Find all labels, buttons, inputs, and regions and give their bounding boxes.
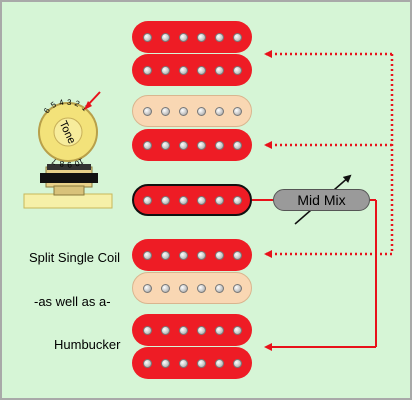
pole-piece — [142, 65, 152, 75]
pole-piece — [178, 195, 188, 205]
pole-piece — [214, 140, 224, 150]
pole-piece — [160, 283, 170, 293]
pole-piece — [160, 140, 170, 150]
pole-piece — [232, 250, 242, 260]
pole-piece — [160, 358, 170, 368]
pole-piece — [196, 358, 206, 368]
pole-piece — [214, 32, 224, 42]
bridge-coil-cream — [132, 272, 252, 304]
pole-piece — [178, 358, 188, 368]
pole-piece — [214, 250, 224, 260]
pole-piece — [160, 65, 170, 75]
pole-piece — [232, 358, 242, 368]
pole-piece — [214, 358, 224, 368]
knob-nut — [40, 173, 98, 183]
svg-text:2: 2 — [73, 99, 81, 109]
pole-piece — [232, 195, 242, 205]
as-well-as-label: -as well as a- — [34, 294, 111, 309]
pole-piece — [232, 283, 242, 293]
pole-piece — [142, 283, 152, 293]
pole-piece — [232, 65, 242, 75]
pole-piece — [196, 65, 206, 75]
pole-piece — [160, 325, 170, 335]
middle-coil-red — [132, 129, 252, 161]
pole-piece — [178, 283, 188, 293]
svg-text:10: 10 — [73, 156, 85, 168]
pole-piece — [160, 106, 170, 116]
pole-piece — [196, 325, 206, 335]
pole-piece — [196, 32, 206, 42]
pole-piece — [232, 106, 242, 116]
svg-text:6: 6 — [42, 106, 52, 115]
pole-piece — [232, 32, 242, 42]
pole-piece — [142, 32, 152, 42]
pole-piece — [142, 140, 152, 150]
svg-text:5: 5 — [49, 100, 58, 110]
split-single-coil-label: Split Single Coil — [29, 250, 121, 265]
neck-coil-top — [132, 21, 252, 53]
pole-piece — [178, 140, 188, 150]
pole-piece — [196, 140, 206, 150]
humbucker-coil-top — [132, 314, 252, 346]
middle-single-coil — [132, 184, 252, 216]
pole-piece — [214, 283, 224, 293]
pole-piece — [196, 250, 206, 260]
pole-piece — [196, 106, 206, 116]
pole-piece — [142, 358, 152, 368]
pole-piece — [178, 65, 188, 75]
neck-coil-bottom — [132, 54, 252, 86]
pole-piece — [214, 106, 224, 116]
pole-piece — [178, 250, 188, 260]
pole-piece — [142, 325, 152, 335]
pole-piece — [178, 32, 188, 42]
pole-piece — [178, 106, 188, 116]
mid-mix-pot: Mid Mix — [273, 189, 370, 211]
svg-text:8: 8 — [59, 159, 65, 168]
humbucker-coil-bottom — [132, 347, 252, 379]
bridge-coil-red — [132, 239, 252, 271]
knob-center — [53, 117, 83, 147]
pole-piece — [232, 325, 242, 335]
pole-piece — [214, 195, 224, 205]
pole-piece — [196, 283, 206, 293]
svg-text:3: 3 — [67, 98, 73, 107]
pole-piece — [178, 325, 188, 335]
svg-text:7: 7 — [50, 156, 58, 166]
middle-coil-cream — [132, 95, 252, 127]
pole-piece — [160, 32, 170, 42]
pole-piece — [142, 250, 152, 260]
svg-text:9: 9 — [66, 160, 72, 170]
pole-piece — [142, 106, 152, 116]
pole-piece — [142, 195, 152, 205]
pole-piece — [196, 195, 206, 205]
knob-ring — [47, 164, 91, 170]
pot-body — [53, 185, 85, 196]
pole-piece — [160, 250, 170, 260]
svg-text:4: 4 — [58, 98, 65, 108]
mid-mix-label: Mid Mix — [297, 192, 346, 208]
pole-piece — [160, 195, 170, 205]
humbucker-label: Humbucker — [54, 337, 121, 352]
pole-piece — [232, 140, 242, 150]
pole-piece — [214, 65, 224, 75]
pole-piece — [214, 325, 224, 335]
pointer-arrow-head — [84, 101, 92, 110]
